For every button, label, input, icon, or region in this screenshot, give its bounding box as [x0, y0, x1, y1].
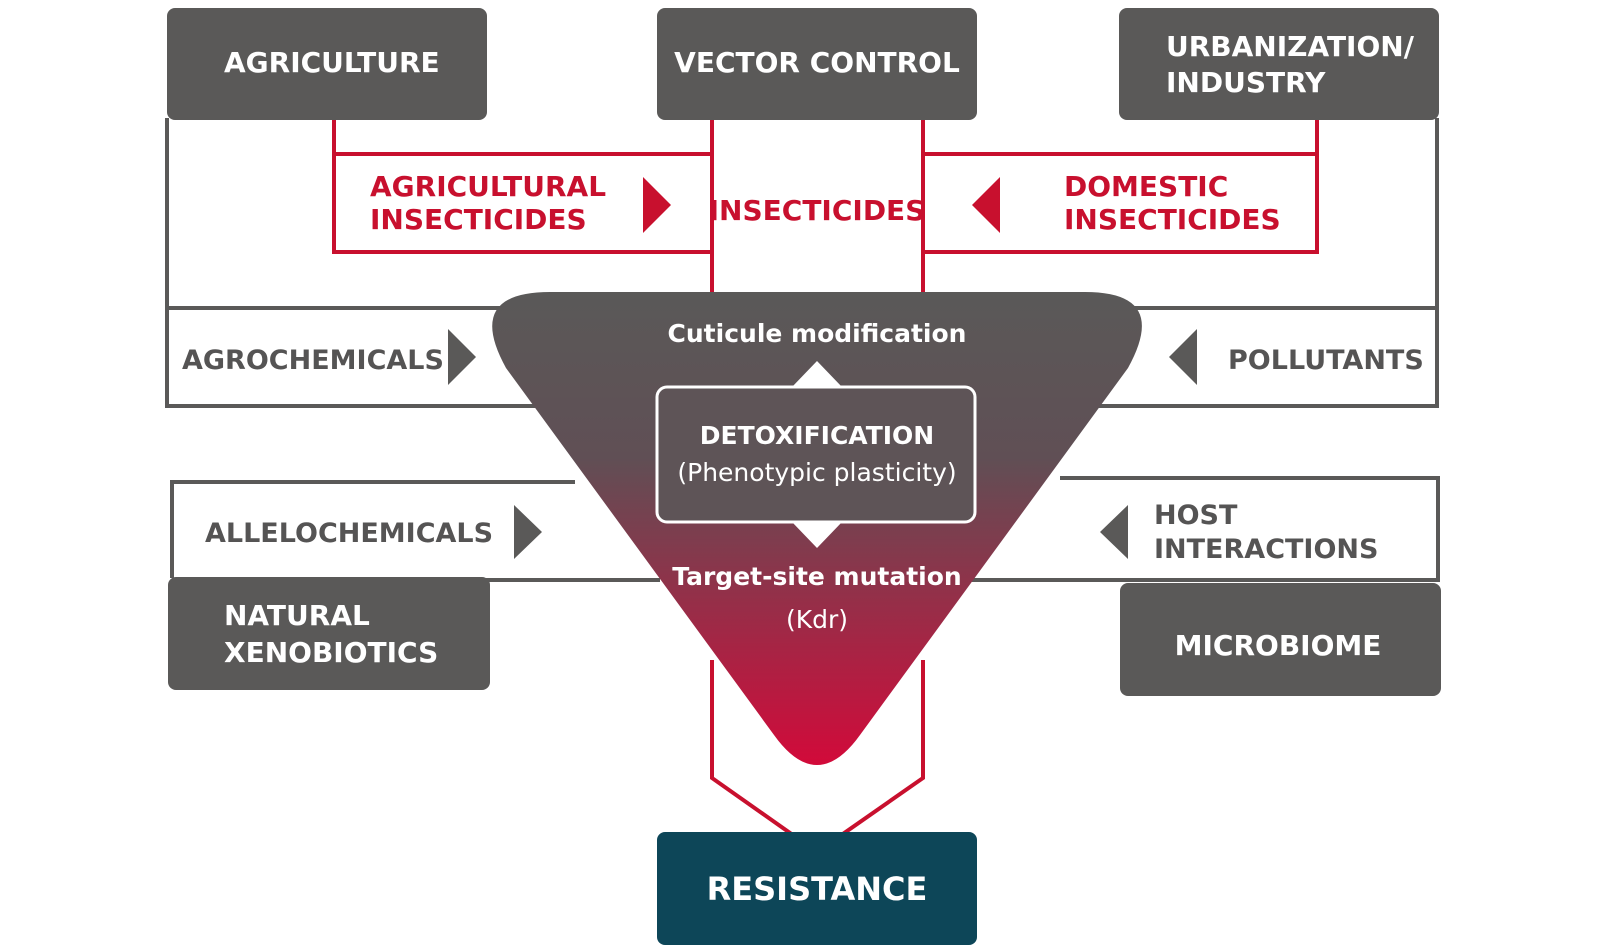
target-site-mutation-label: Target-site mutation	[672, 562, 961, 591]
agricultural-insecticides-line1: AGRICULTURAL	[370, 170, 606, 203]
microbiome-label: MICROBIOME	[1175, 629, 1382, 662]
host-interactions-band	[930, 476, 1440, 582]
host-interactions-line1: HOST	[1154, 500, 1238, 531]
pollutants-arrow-icon	[1169, 329, 1197, 385]
agriculture-label: AGRICULTURE	[224, 46, 440, 79]
allelochemicals-label: ALLELOCHEMICALS	[205, 518, 493, 549]
host-interactions-arrow-icon	[1100, 505, 1128, 559]
detox-top-diamond-icon	[792, 361, 842, 387]
kdr-label: (Kdr)	[786, 605, 848, 634]
insecticides-column	[710, 118, 925, 300]
microbiome-box: MICROBIOME	[1120, 583, 1441, 696]
detoxification-box: DETOXIFICATION (Phenotypic plasticity)	[655, 361, 977, 548]
vector-control-label: VECTOR CONTROL	[674, 46, 960, 79]
natural-xenobiotics-line1: NATURAL	[224, 599, 370, 632]
detox-bottom-diamond-icon	[792, 522, 842, 548]
detoxification-subtitle: (Phenotypic plasticity)	[677, 458, 956, 487]
resistance-label: RESISTANCE	[707, 870, 928, 908]
domestic-arrow-icon	[972, 177, 1000, 233]
natural-xenobiotics-line2: XENOBIOTICS	[224, 636, 438, 669]
domestic-insecticides-line1: DOMESTIC	[1064, 170, 1228, 203]
host-interactions-line2: INTERACTIONS	[1154, 534, 1378, 565]
vector-control-box: VECTOR CONTROL	[657, 8, 977, 120]
insecticides-center-label: INSECTICIDES	[709, 194, 926, 227]
pollutants-label: POLLUTANTS	[1228, 345, 1424, 376]
urbanization-box: URBANIZATION/ INDUSTRY	[1119, 8, 1439, 120]
natural-xenobiotics-box: NATURAL XENOBIOTICS	[168, 577, 490, 690]
agrochemicals-label: AGROCHEMICALS	[182, 345, 444, 376]
cuticle-modification-label: Cuticule modification	[668, 319, 967, 348]
urbanization-label-line2: INDUSTRY	[1166, 66, 1326, 99]
resistance-box: RESISTANCE	[657, 832, 977, 945]
agricultural-arrow-icon	[643, 177, 671, 233]
agricultural-insecticides-line2: INSECTICIDES	[370, 203, 587, 236]
agrochemicals-arrow-icon	[448, 329, 476, 385]
agriculture-box: AGRICULTURE	[167, 8, 487, 120]
domestic-insecticides-line2: INSECTICIDES	[1064, 203, 1281, 236]
detoxification-title: DETOXIFICATION	[700, 421, 935, 450]
allelochemicals-arrow-icon	[514, 505, 542, 559]
urbanization-label-line1: URBANIZATION/	[1166, 30, 1415, 63]
